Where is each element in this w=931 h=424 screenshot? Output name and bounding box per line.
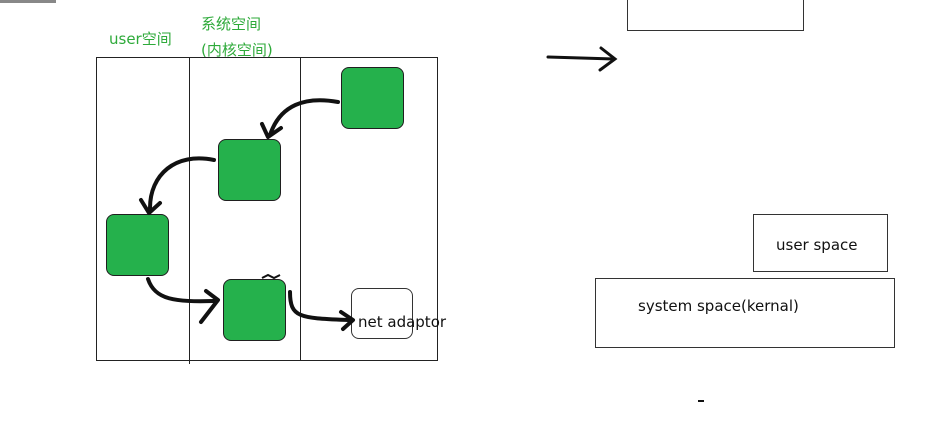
transition-arrowhead (598, 46, 618, 72)
arrow-to-user (148, 156, 216, 210)
column-divider-left (189, 57, 190, 364)
transition-arrow (546, 55, 616, 61)
cropped-top-box (627, 0, 804, 31)
column-divider-right (300, 57, 301, 361)
arrowhead-system-lower (199, 289, 220, 324)
arrow-to-net-adaptor (288, 290, 350, 322)
process-block-system-lower (223, 279, 286, 341)
arrowhead-net-adaptor (339, 310, 355, 331)
arrowhead-system-upper (260, 122, 283, 139)
arrow-to-system-upper (268, 98, 340, 137)
scribble-mark (261, 273, 281, 280)
net-adaptor-label: net adaptor (358, 313, 447, 331)
arrow-to-system-lower (146, 277, 216, 304)
process-block-top-right (341, 67, 404, 129)
user-space-box-label: user space (776, 236, 858, 254)
net-adaptor-box (351, 288, 413, 339)
corner-mark (0, 0, 56, 3)
system-space-box (595, 278, 895, 348)
kernel-space-label: (内核空间) (201, 41, 273, 59)
system-space-box-label: system space(kernal) (638, 297, 799, 315)
arrowhead-user (139, 198, 162, 215)
process-block-system-upper (218, 139, 281, 201)
process-block-user (106, 214, 169, 276)
user-space-box (753, 214, 888, 272)
user-space-label: user空间 (109, 30, 172, 48)
system-space-label: 系统空间 (201, 15, 262, 33)
